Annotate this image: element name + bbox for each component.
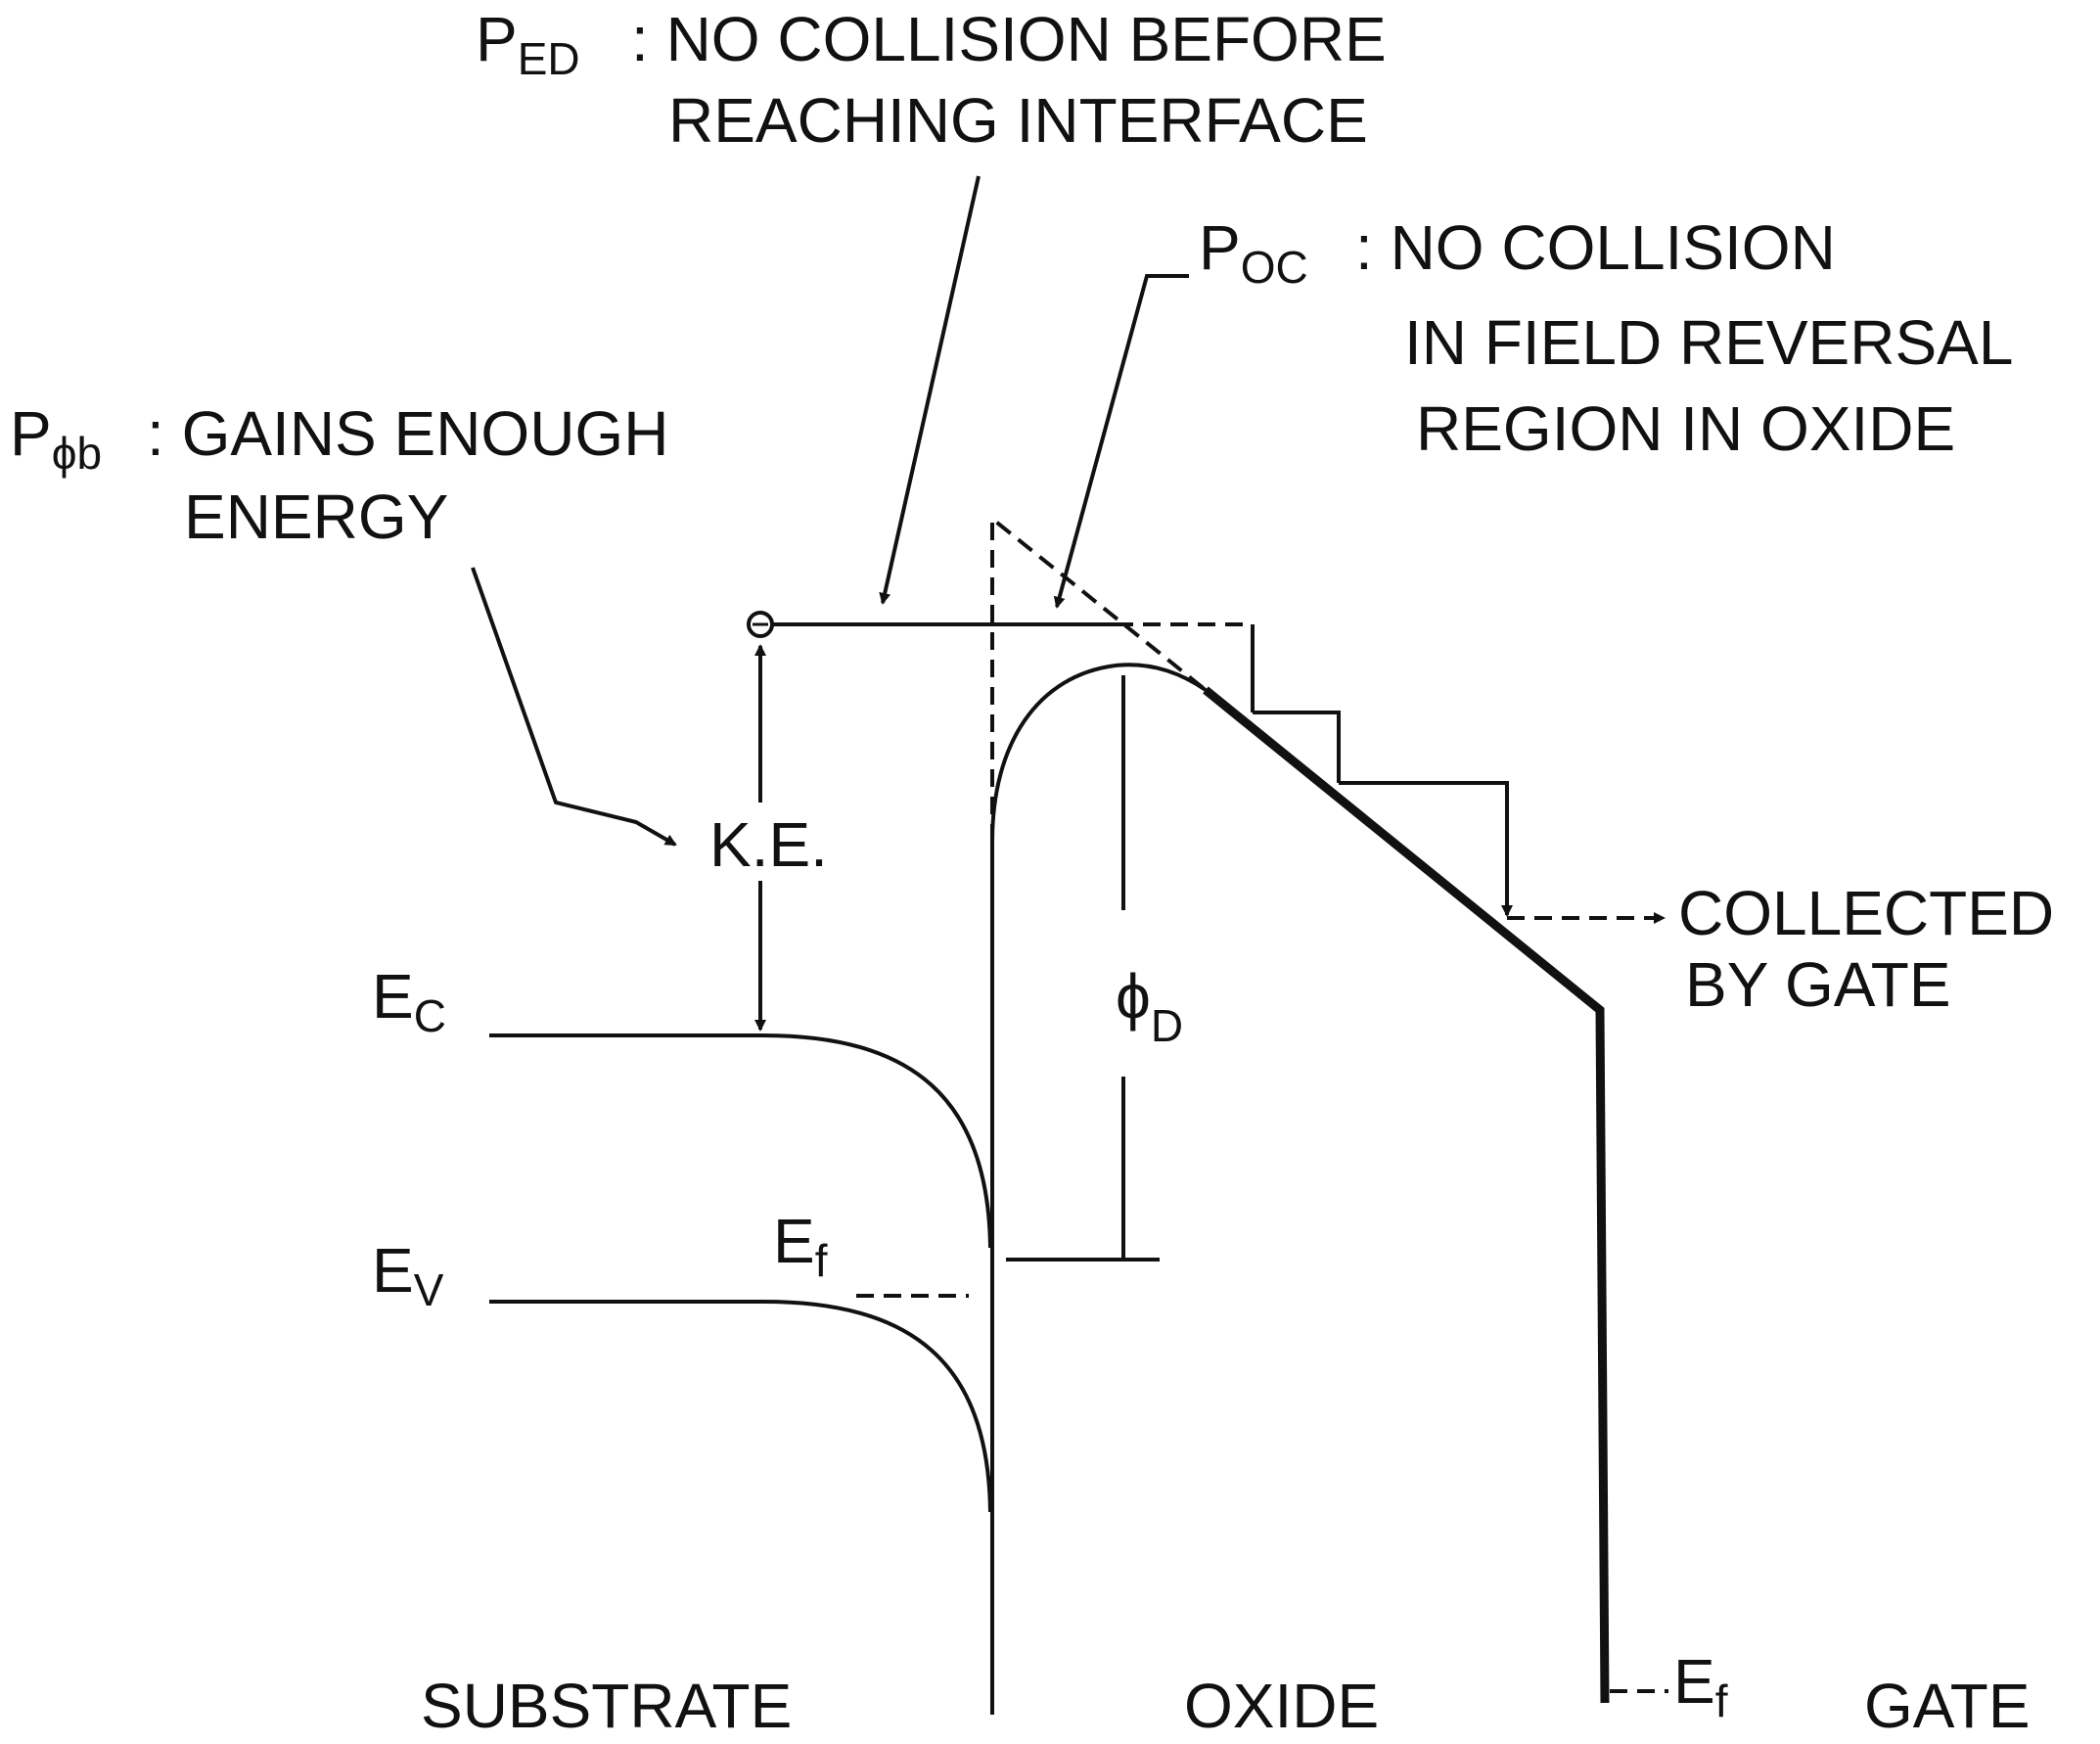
p-phib-leader [471,567,677,847]
p-ed-label: PED [476,4,580,84]
p-ed-text-2: REACHING INTERFACE [668,85,1368,156]
p-ed-leader [879,175,981,605]
scattering-path [1251,624,1507,915]
ef-gate-label: Ef [1673,1646,1728,1726]
p-oc-text-3: REGION IN OXIDE [1416,393,1955,464]
p-oc-leader [1053,274,1189,609]
p-ed-text-1: : NO COLLISION BEFORE [631,4,1387,74]
phi-d-label: ϕD [1116,961,1183,1051]
p-oc-text-1: : NO COLLISION [1355,212,1836,283]
p-phib-text-1: : GAINS ENOUGH [147,398,668,469]
unlowered-barrier [990,514,1208,842]
p-oc-label: POC [1199,212,1308,293]
p-phib-text-2: ENERGY [184,482,448,552]
oxide-label: OXIDE [1184,1671,1379,1741]
p-oc-text-2: IN FIELD REVERSAL [1404,307,2013,378]
ev-label: EV [372,1235,444,1315]
collected-text-1: COLLECTED [1678,878,2054,948]
collected-text-2: BY GATE [1685,949,1951,1020]
ef-substrate-label: Ef [773,1206,828,1286]
valence-band-curve [489,1300,992,1513]
ec-label: EC [372,961,446,1041]
substrate-label: SUBSTRATE [421,1671,792,1741]
gate-label: GATE [1864,1671,2031,1741]
oxide-band [1203,686,1610,1704]
p-phib-label: Pϕb [10,398,102,479]
ke-label: K.E. [709,809,828,880]
barrier-curve [990,663,1208,843]
conduction-band-curve [489,1033,992,1249]
